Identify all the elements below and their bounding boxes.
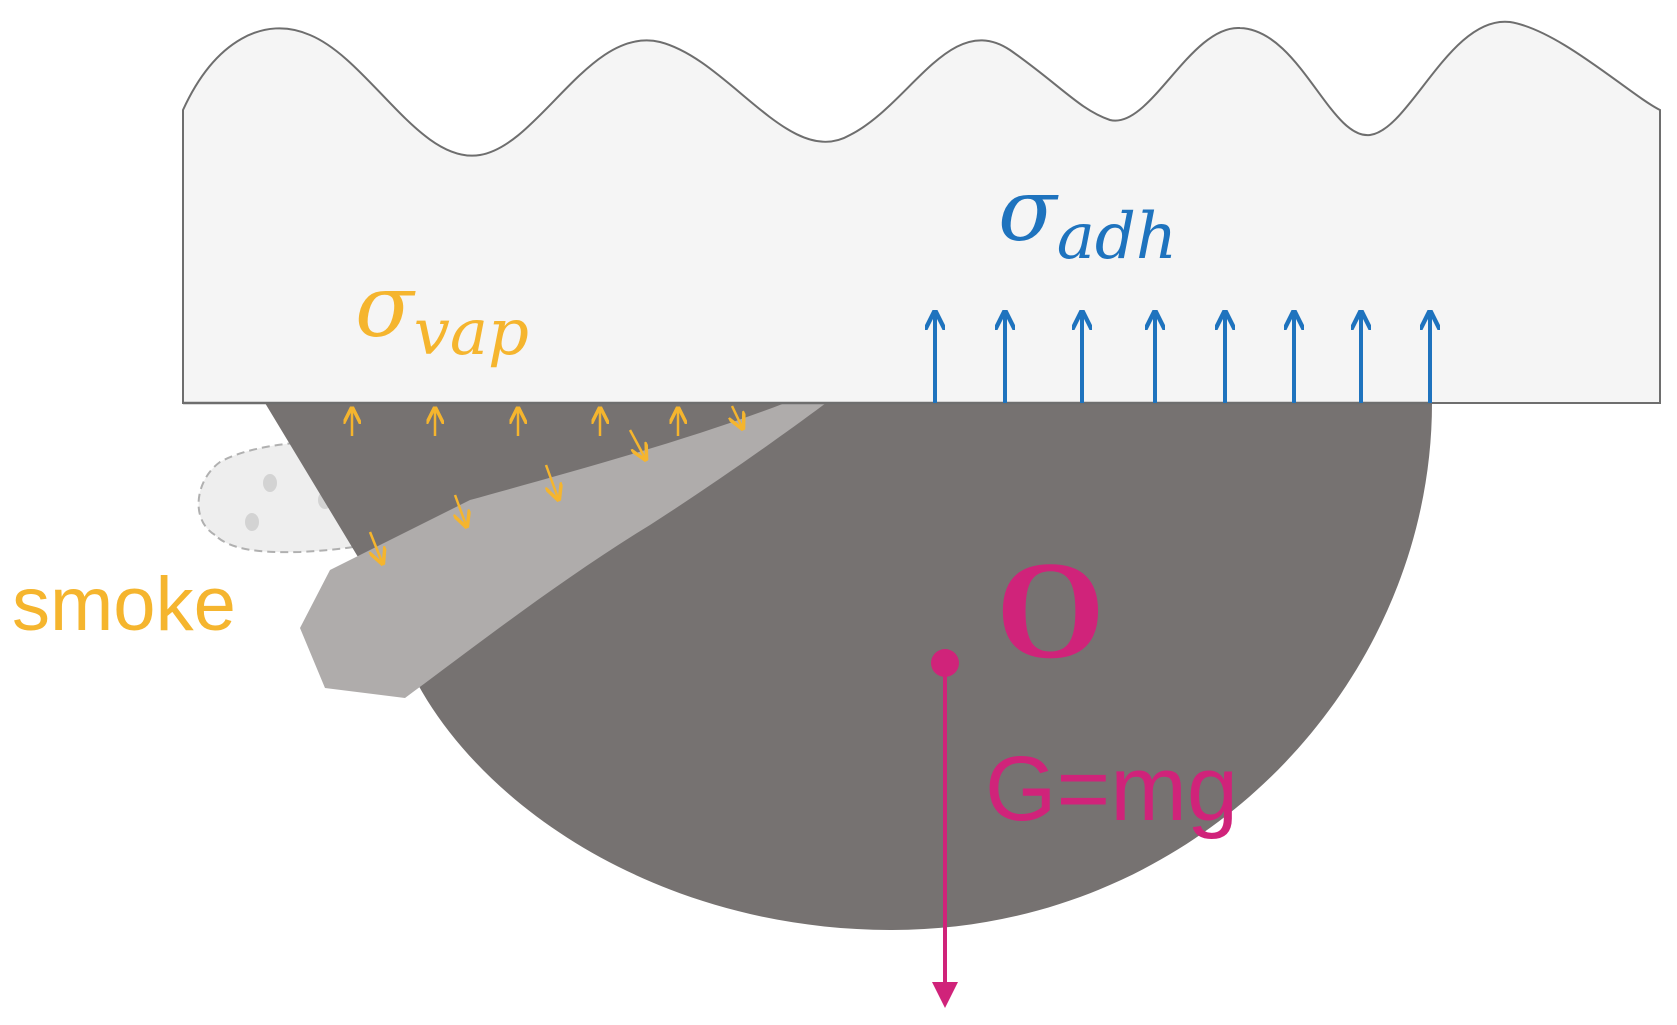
debris-fragment [300,403,826,698]
vapor-arrow [370,531,382,562]
substrate [182,20,1661,404]
gravity-label: G=mg [985,738,1238,840]
vapor-pressure-arrows [352,405,742,562]
vapor-arrow [628,429,645,458]
sigma-adh-label: σadh [998,161,1177,274]
adhesion-arrows [935,312,1430,403]
gravity-arrow-head [932,982,958,1008]
sigma-vap-label: σvap [355,257,529,370]
sigma-adh-symbol: σ [998,161,1059,261]
vapor-arrow [732,405,742,427]
sigma-vap-subscript: vap [414,296,529,370]
gravity-vector [931,649,959,1008]
vapor-arrow [544,464,558,498]
sigma-vap-symbol: σ [355,257,416,357]
smoke-label: smoke [12,562,236,647]
center-of-mass-dot [931,649,959,677]
center-label: O [996,533,1105,688]
vapor-arrow [455,494,466,525]
sigma-adh-subscript: adh [1057,200,1177,274]
